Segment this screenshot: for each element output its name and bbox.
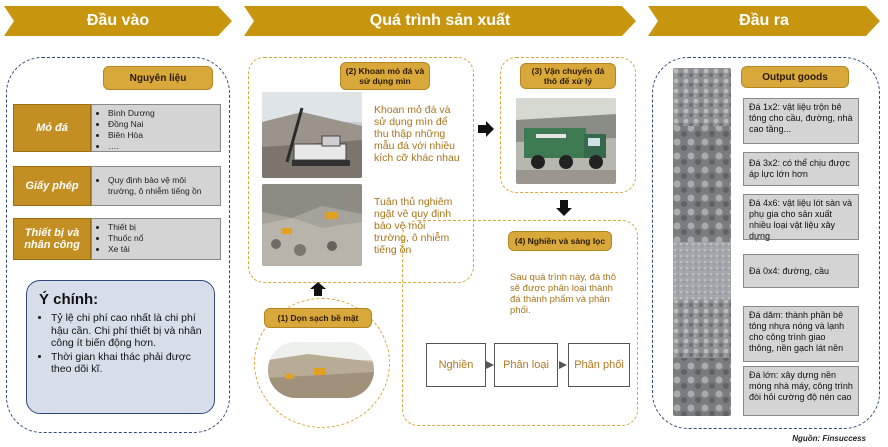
list-item: Bình Dương (108, 108, 214, 119)
input-header-banner: Đầu vào (4, 6, 232, 36)
raw-materials-label: Nguyên liệu (103, 66, 213, 90)
output-item: Đá lớn: xây dựng nền móng nhà máy, công … (743, 366, 859, 416)
output-goods-label: Output goods (741, 66, 849, 88)
step4-description: Sau quá trình này, đá thô sẽ được phân l… (510, 272, 616, 316)
category-license-label: Giấy phép (25, 180, 79, 192)
flow-classify: Phân loại (494, 343, 558, 387)
list-item: Đồng Nai (108, 119, 214, 130)
list-item: Thuốc nổ (108, 233, 214, 244)
truck-photo (516, 98, 616, 184)
list-item: Xe tải (108, 244, 214, 255)
step3-box (500, 57, 636, 193)
stone-products-photo (673, 68, 731, 416)
step4-title: (4) Nghiền và sàng lọc (508, 231, 612, 251)
category-quarry-label: Mỏ đá (36, 122, 68, 134)
output-header-banner: Đầu ra (648, 6, 880, 36)
step3-title: (3) Vận chuyển đá thô để xử lý (520, 63, 616, 89)
output-item: Đá 1x2: vật liệu trộn bê tông cho cầu, đ… (743, 98, 859, 144)
drilling-rig-photo (262, 92, 362, 178)
arrow-right-icon (478, 121, 494, 137)
list-item: Quy định bảo vệ môi trường, ô nhiễm tiến… (108, 175, 214, 197)
flow-distribute-label: Phân phối (574, 359, 624, 371)
input-header-title: Đầu vào (86, 12, 150, 29)
surface-clearing-photo (268, 342, 374, 398)
key-points-box: Ý chính: Tỷ lệ chi phí cao nhất là chi p… (26, 280, 215, 414)
flow-distribute: Phân phối (568, 343, 630, 387)
output-panel (652, 57, 880, 429)
list-item: Biên Hòa (108, 130, 214, 141)
step1-title: (1) Dọn sạch bề mặt (264, 308, 372, 328)
category-quarry-list: Bình Dương Đồng Nai Biên Hòa …. (91, 104, 221, 152)
quarry-site-photo (262, 184, 362, 266)
output-header-title: Đầu ra (739, 12, 789, 29)
output-item: Đá 4x6: vật liệu lót sàn và phụ gia cho … (743, 194, 859, 241)
flow-crush-label: Nghiền (438, 359, 474, 371)
category-equipment-label: Thiết bị và nhân công (24, 227, 80, 251)
key-points-title: Ý chính: (39, 291, 99, 308)
category-license-list: Quy định bảo vệ môi trường, ô nhiễm tiến… (91, 166, 221, 206)
output-item: Đá 0x4: đường, cầu (743, 254, 859, 288)
list-item: …. (108, 141, 214, 152)
step1-oval (254, 298, 390, 428)
category-equipment: Thiết bị và nhân công (13, 218, 91, 260)
step2-description: Khoan mỏ đá và sử dụng mìn để thu thập n… (374, 104, 460, 164)
category-equipment-list: Thiết bị Thuốc nổ Xe tải (91, 218, 221, 260)
flow-crush: Nghiền (426, 343, 486, 387)
output-item: Đá dăm: thành phần bê tông nhựa nóng và … (743, 306, 859, 362)
key-point: Thời gian khai thác phải được theo dõi k… (51, 351, 202, 376)
source-note: Nguồn: Finsuccess (792, 434, 866, 443)
key-point: Tỷ lệ chi phí cao nhất là chi phí hậu cầ… (51, 312, 202, 350)
category-license: Giấy phép (13, 166, 91, 206)
output-item: Đá 3x2: có thể chịu được áp lực lớn hơn (743, 152, 859, 186)
input-panel (6, 57, 230, 433)
category-quarry: Mỏ đá (13, 104, 91, 152)
list-item: Thiết bị (108, 222, 214, 233)
arrow-down-icon (556, 200, 572, 216)
process-header-title: Quá trình sản xuất (369, 12, 511, 29)
process-header-banner: Quá trình sản xuất (244, 6, 636, 36)
flow-arrow-icon (559, 361, 567, 369)
arrow-up-icon (310, 282, 326, 296)
step4-box (402, 220, 638, 426)
flow-arrow-icon (486, 361, 494, 369)
flow-classify-label: Phân loại (503, 359, 549, 371)
step2-note: Tuân thủ nghiêm ngặt về quy định bảo vệ … (374, 196, 453, 256)
step2-box (248, 57, 474, 283)
step2-title: (2) Khoan mỏ đá và sử dụng mìn (340, 62, 430, 90)
